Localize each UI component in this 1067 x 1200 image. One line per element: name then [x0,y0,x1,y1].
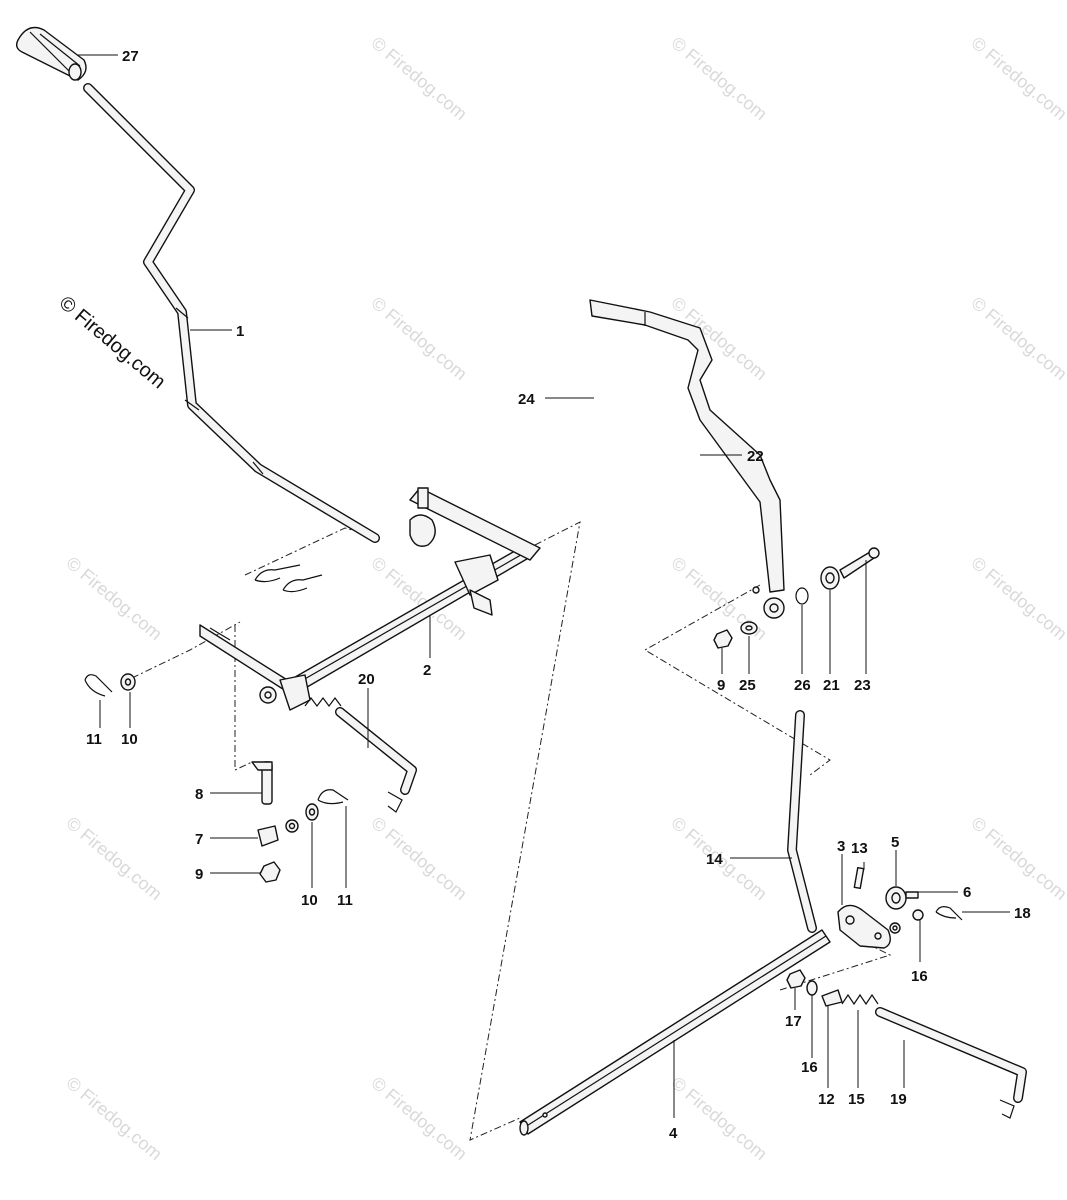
label-part-21: 21 [823,677,840,694]
label-part-11: 11 [86,731,102,748]
leader-lines [78,54,1010,1118]
label-part-23: 23 [854,677,871,694]
label-part-15: 15 [848,1091,865,1108]
label-part-22: 22 [747,448,764,465]
label-part-19: 19 [890,1091,907,1108]
watermark-tile: © Firedog.com [967,553,1067,644]
label-part-26: 26 [794,677,811,694]
bellcrank-plate [837,904,891,949]
watermark-tile: © Firedog.com [62,553,165,644]
label-part-16: 16 [801,1059,818,1076]
label-part-20: 20 [358,671,375,688]
label-part-3: 3 [837,838,845,855]
label-part-6: 6 [963,884,971,901]
watermark-tile: © Firedog.com [367,813,470,904]
label-part-12: 12 [818,1091,835,1108]
watermark-tile: © Firedog.com [967,813,1067,904]
label-part-10: 10 [121,731,138,748]
bellcrank-hardware [853,866,963,934]
washers-upper-left [84,673,136,697]
label-part-16: 16 [911,968,928,985]
pin-part-8 [251,761,273,805]
watermark-tile: © Firedog.com [62,1073,165,1164]
label-part-4: 4 [669,1125,678,1142]
pivot-hardware [713,547,880,649]
lower-link-hardware [786,969,879,1007]
watermark-tile: © Firedog.com [367,293,470,384]
label-part-2: 2 [423,662,431,679]
label-part-14: 14 [706,851,723,868]
label-part-17: 17 [785,1013,802,1030]
label-part-24: 24 [518,391,535,408]
label-part-9: 9 [195,866,203,883]
watermark-tile: © Firedog.com [967,293,1067,384]
watermark-tiles: © Firedog.com © Firedog.com © Firedog.co… [62,33,1067,1164]
nut-left [259,861,281,883]
assembly-lines [131,521,892,1141]
label-part-10: 10 [301,892,318,909]
watermark-tile: © Firedog.com [367,33,470,124]
label-part-8: 8 [195,786,203,803]
part-labels: 27 1 2 20 11 10 8 7 9 10 11 24 22 9 25 2… [86,48,1031,1142]
label-part-18: 18 [1014,905,1031,922]
watermark-tile: © Firedog.com [367,1073,470,1164]
watermark-tile: © Firedog.com [667,33,770,124]
washers-lower-left [285,789,349,833]
knob-part-7 [257,825,279,847]
watermark-tile: © Firedog.com [667,1073,770,1164]
label-part-25: 25 [739,677,756,694]
watermark-tile: © Firedog.com [62,813,165,904]
label-part-1: 1 [236,323,244,340]
watermark-tile: © Firedog.com [967,33,1067,124]
pedal-arm [589,299,785,619]
label-part-27: 27 [122,48,139,65]
handle-grip [15,26,87,81]
link-rod-14 [787,710,817,933]
long-rod-4 [519,929,831,1136]
label-part-5: 5 [891,834,899,851]
label-part-11: 11 [337,892,353,909]
cross-shaft [199,487,541,711]
lift-link-rod [304,697,417,813]
label-part-7: 7 [195,831,203,848]
lower-rod-19 [875,1007,1027,1119]
watermark-main: © Firedog.com [55,292,170,393]
label-part-9: 9 [717,677,725,694]
lift-handle-rod [83,83,380,543]
label-part-13: 13 [851,840,868,857]
hair-pin-clips [254,564,323,593]
